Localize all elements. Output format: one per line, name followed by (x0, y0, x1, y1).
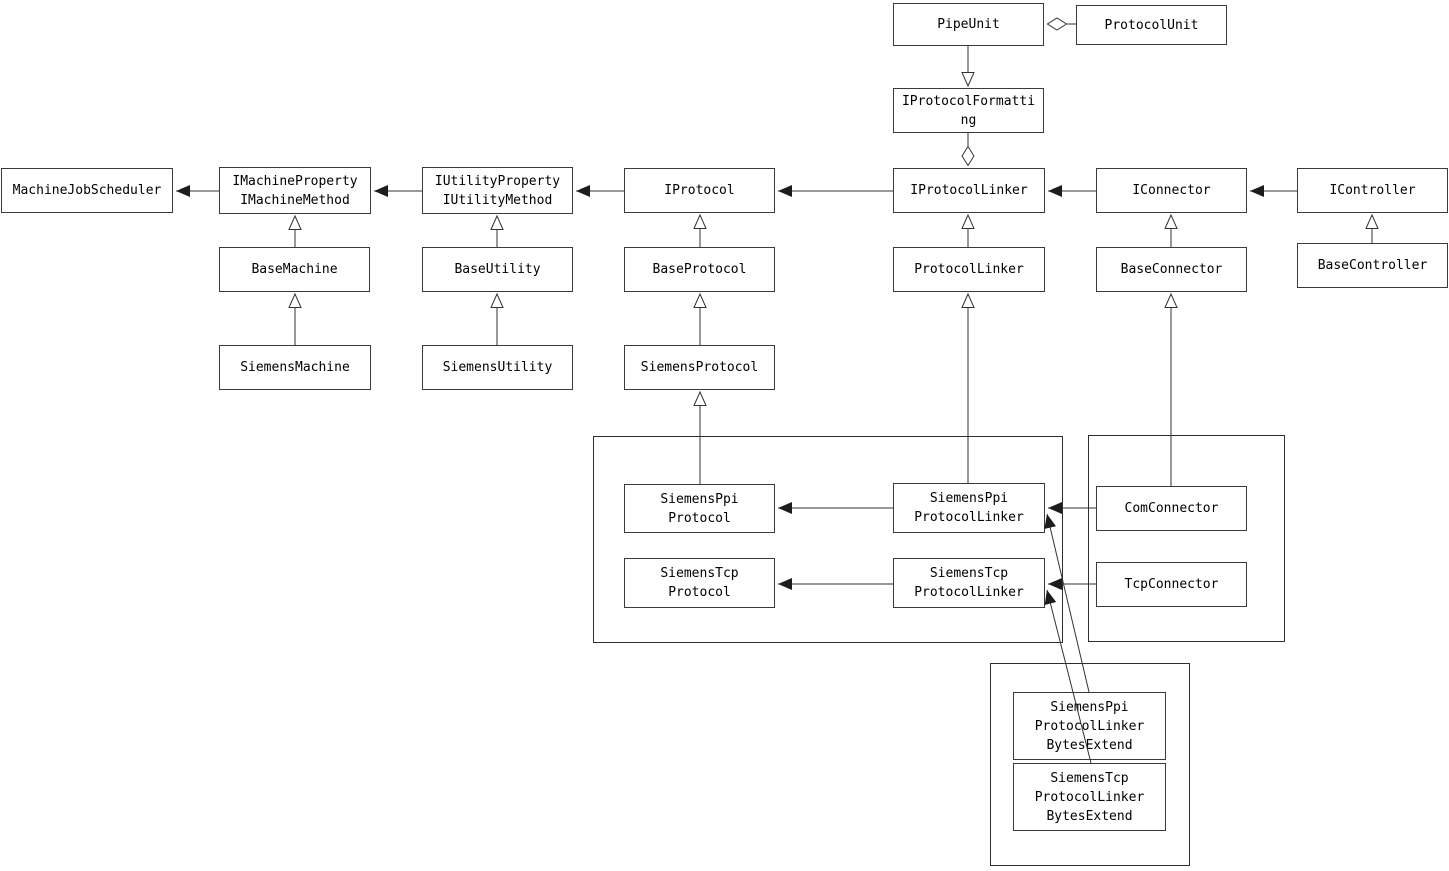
class-box-iprotocol-formatting: IProtocolFormatti ng (893, 88, 1044, 133)
class-box-machine-job-scheduler: MachineJobScheduler (1, 168, 173, 213)
class-box-protocol-linker: ProtocolLinker (893, 247, 1045, 292)
class-box-siemens-utility: SiemensUtility (422, 345, 573, 390)
class-box-siemens-ppi-protocol-linker: SiemensPpi ProtocolLinker (893, 483, 1045, 533)
class-box-siemens-ppi-protocol: SiemensPpi Protocol (624, 484, 775, 533)
class-box-iconnector: IConnector (1096, 168, 1247, 213)
class-box-tcp-connector: TcpConnector (1096, 562, 1247, 607)
group-frame-siemens-protocols (593, 436, 1063, 643)
class-box-base-utility: BaseUtility (422, 247, 573, 292)
class-box-base-connector: BaseConnector (1096, 247, 1247, 292)
class-box-iprotocol-linker: IProtocolLinker (893, 168, 1045, 213)
class-box-base-protocol: BaseProtocol (624, 247, 775, 292)
class-box-icontroller: IController (1297, 168, 1448, 213)
class-box-protocol-unit: ProtocolUnit (1076, 5, 1227, 45)
class-box-siemens-tcp-protocol: SiemensTcp Protocol (624, 558, 775, 608)
group-frame-connectors (1088, 435, 1285, 642)
class-box-com-connector: ComConnector (1096, 486, 1247, 531)
class-box-iutility-property-method: IUtilityProperty IUtilityMethod (422, 167, 573, 214)
class-box-base-machine: BaseMachine (219, 247, 370, 292)
class-box-siemens-tcp-protocol-linker-bytes-extend: SiemensTcp ProtocolLinker BytesExtend (1013, 763, 1166, 831)
class-box-siemens-machine: SiemensMachine (219, 345, 371, 390)
class-box-base-controller: BaseController (1297, 243, 1448, 288)
class-box-siemens-ppi-protocol-linker-bytes-extend: SiemensPpi ProtocolLinker BytesExtend (1013, 692, 1166, 760)
class-box-siemens-tcp-protocol-linker: SiemensTcp ProtocolLinker (893, 558, 1045, 608)
class-box-iprotocol: IProtocol (624, 168, 775, 213)
class-box-imachine-property-method: IMachineProperty IMachineMethod (219, 167, 371, 214)
class-box-pipe-unit: PipeUnit (893, 3, 1044, 46)
class-box-siemens-protocol: SiemensProtocol (624, 345, 775, 390)
